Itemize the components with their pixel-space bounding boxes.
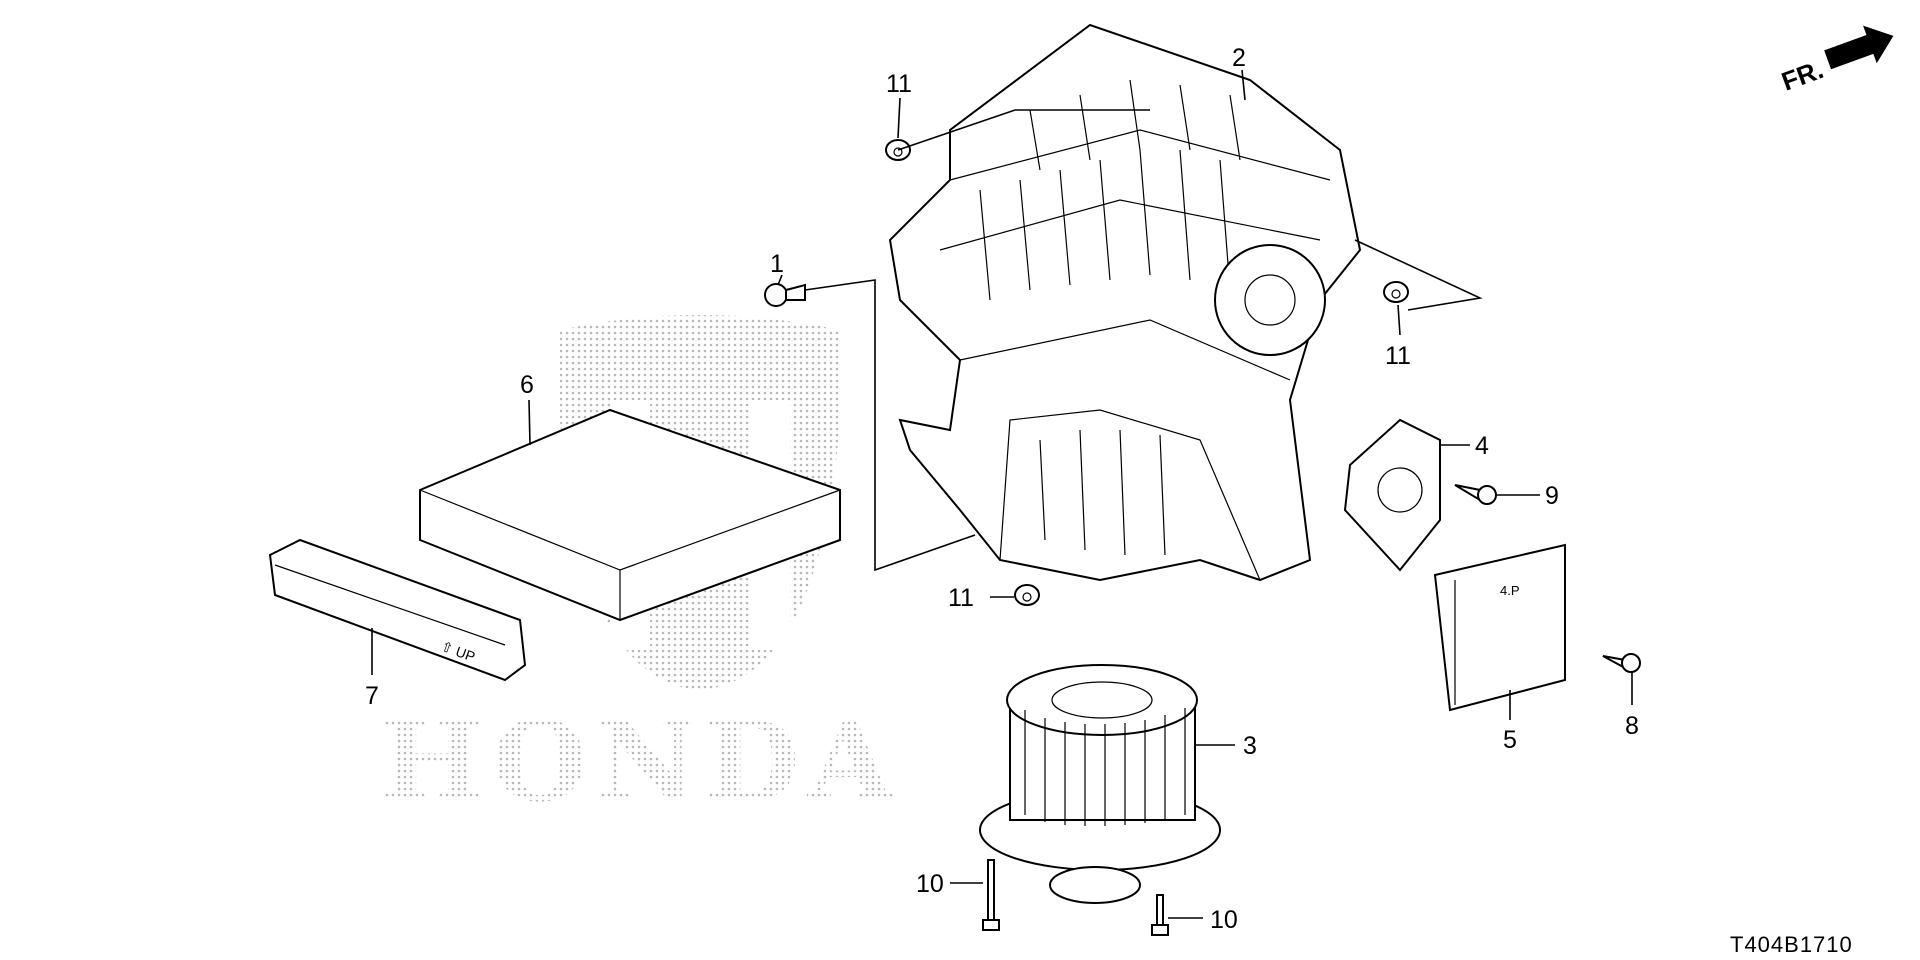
front-label: FR. [1778,54,1828,97]
callout-4: 4 [1475,432,1489,460]
callout-9: 9 [1545,482,1559,510]
filter-cover-part-7: ⇧ UP [268,538,527,682]
callout-11-right: 11 [1385,342,1411,370]
grommet-11-bottom [1014,584,1040,606]
callout-10-left: 10 [916,870,944,898]
actuator-part-4 [1343,418,1441,572]
blower-housing-part-2 [888,23,1362,582]
callout-3: 3 [1243,732,1257,760]
front-direction-indicator: FR. [1778,25,1894,97]
control-module-part-5: 4.P [1433,543,1566,712]
screw-10-right [1151,894,1169,936]
callout-1: 1 [770,250,784,278]
diagram-code: T404B1710 [1730,932,1853,957]
callout-11-bottom: 11 [948,584,974,612]
honda-wordmark: HONDA [380,697,901,826]
callout-5: 5 [1503,726,1517,754]
screw-8 [1602,653,1641,673]
callout-8: 8 [1625,712,1639,740]
callout-6: 6 [520,371,534,399]
arrow-right-icon [1824,25,1894,70]
screw-10-left [982,859,1000,931]
callout-2: 2 [1232,44,1246,72]
callout-7: 7 [365,682,379,710]
callout-11-top: 11 [886,70,912,98]
grommet-11-right [1383,281,1409,303]
air-filter-part-6 [419,408,841,622]
blower-motor-part-3 [979,664,1221,904]
bolt-1 [764,283,806,307]
callout-10-right: 10 [1210,906,1238,934]
screw-9 [1454,484,1497,505]
module-marking: 4.P [1500,583,1520,598]
leader-lines [371,69,1633,919]
